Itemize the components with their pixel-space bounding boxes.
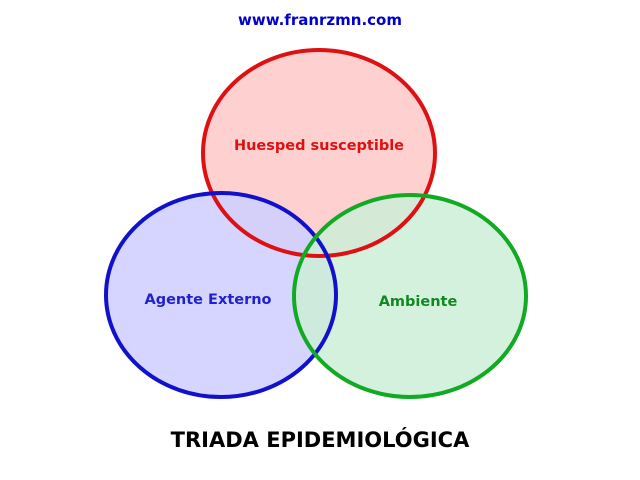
- agent-circle-fill: [106, 193, 336, 397]
- host-label: Huesped susceptible: [234, 138, 404, 154]
- environment-label: Ambiente: [379, 294, 458, 310]
- agent-circle: [104, 191, 338, 399]
- agent-label: Agente Externo: [144, 292, 271, 308]
- environment-circle-fill: [294, 195, 526, 397]
- environment-circle: [292, 193, 528, 399]
- host-circle: [201, 48, 437, 258]
- diagram-title: TRIADA EPIDEMIOLÓGICA: [170, 428, 470, 452]
- site-url[interactable]: www.franrzmn.com: [238, 11, 402, 29]
- venn-fills: [106, 50, 526, 397]
